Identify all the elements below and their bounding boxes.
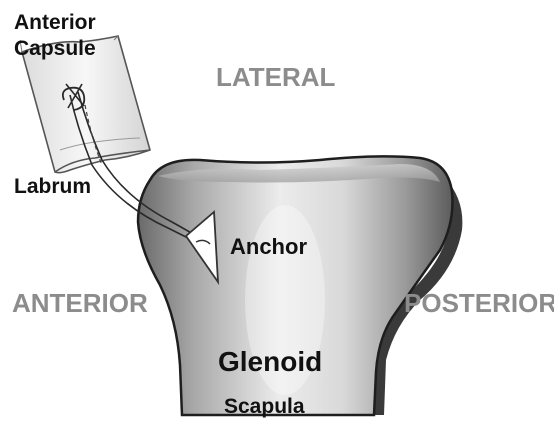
label-anchor: Anchor [230, 236, 307, 258]
label-glenoid: Glenoid [218, 348, 322, 376]
label-anterior: ANTERIOR [12, 290, 148, 316]
label-anterior-capsule-line1: Anterior [14, 12, 96, 33]
label-lateral: LATERAL [216, 64, 335, 90]
label-posterior: POSTERIOR [404, 290, 554, 316]
label-labrum: Labrum [14, 176, 91, 197]
label-anterior-capsule-line2: Capsule [14, 38, 96, 59]
label-scapula: Scapula [224, 396, 305, 417]
